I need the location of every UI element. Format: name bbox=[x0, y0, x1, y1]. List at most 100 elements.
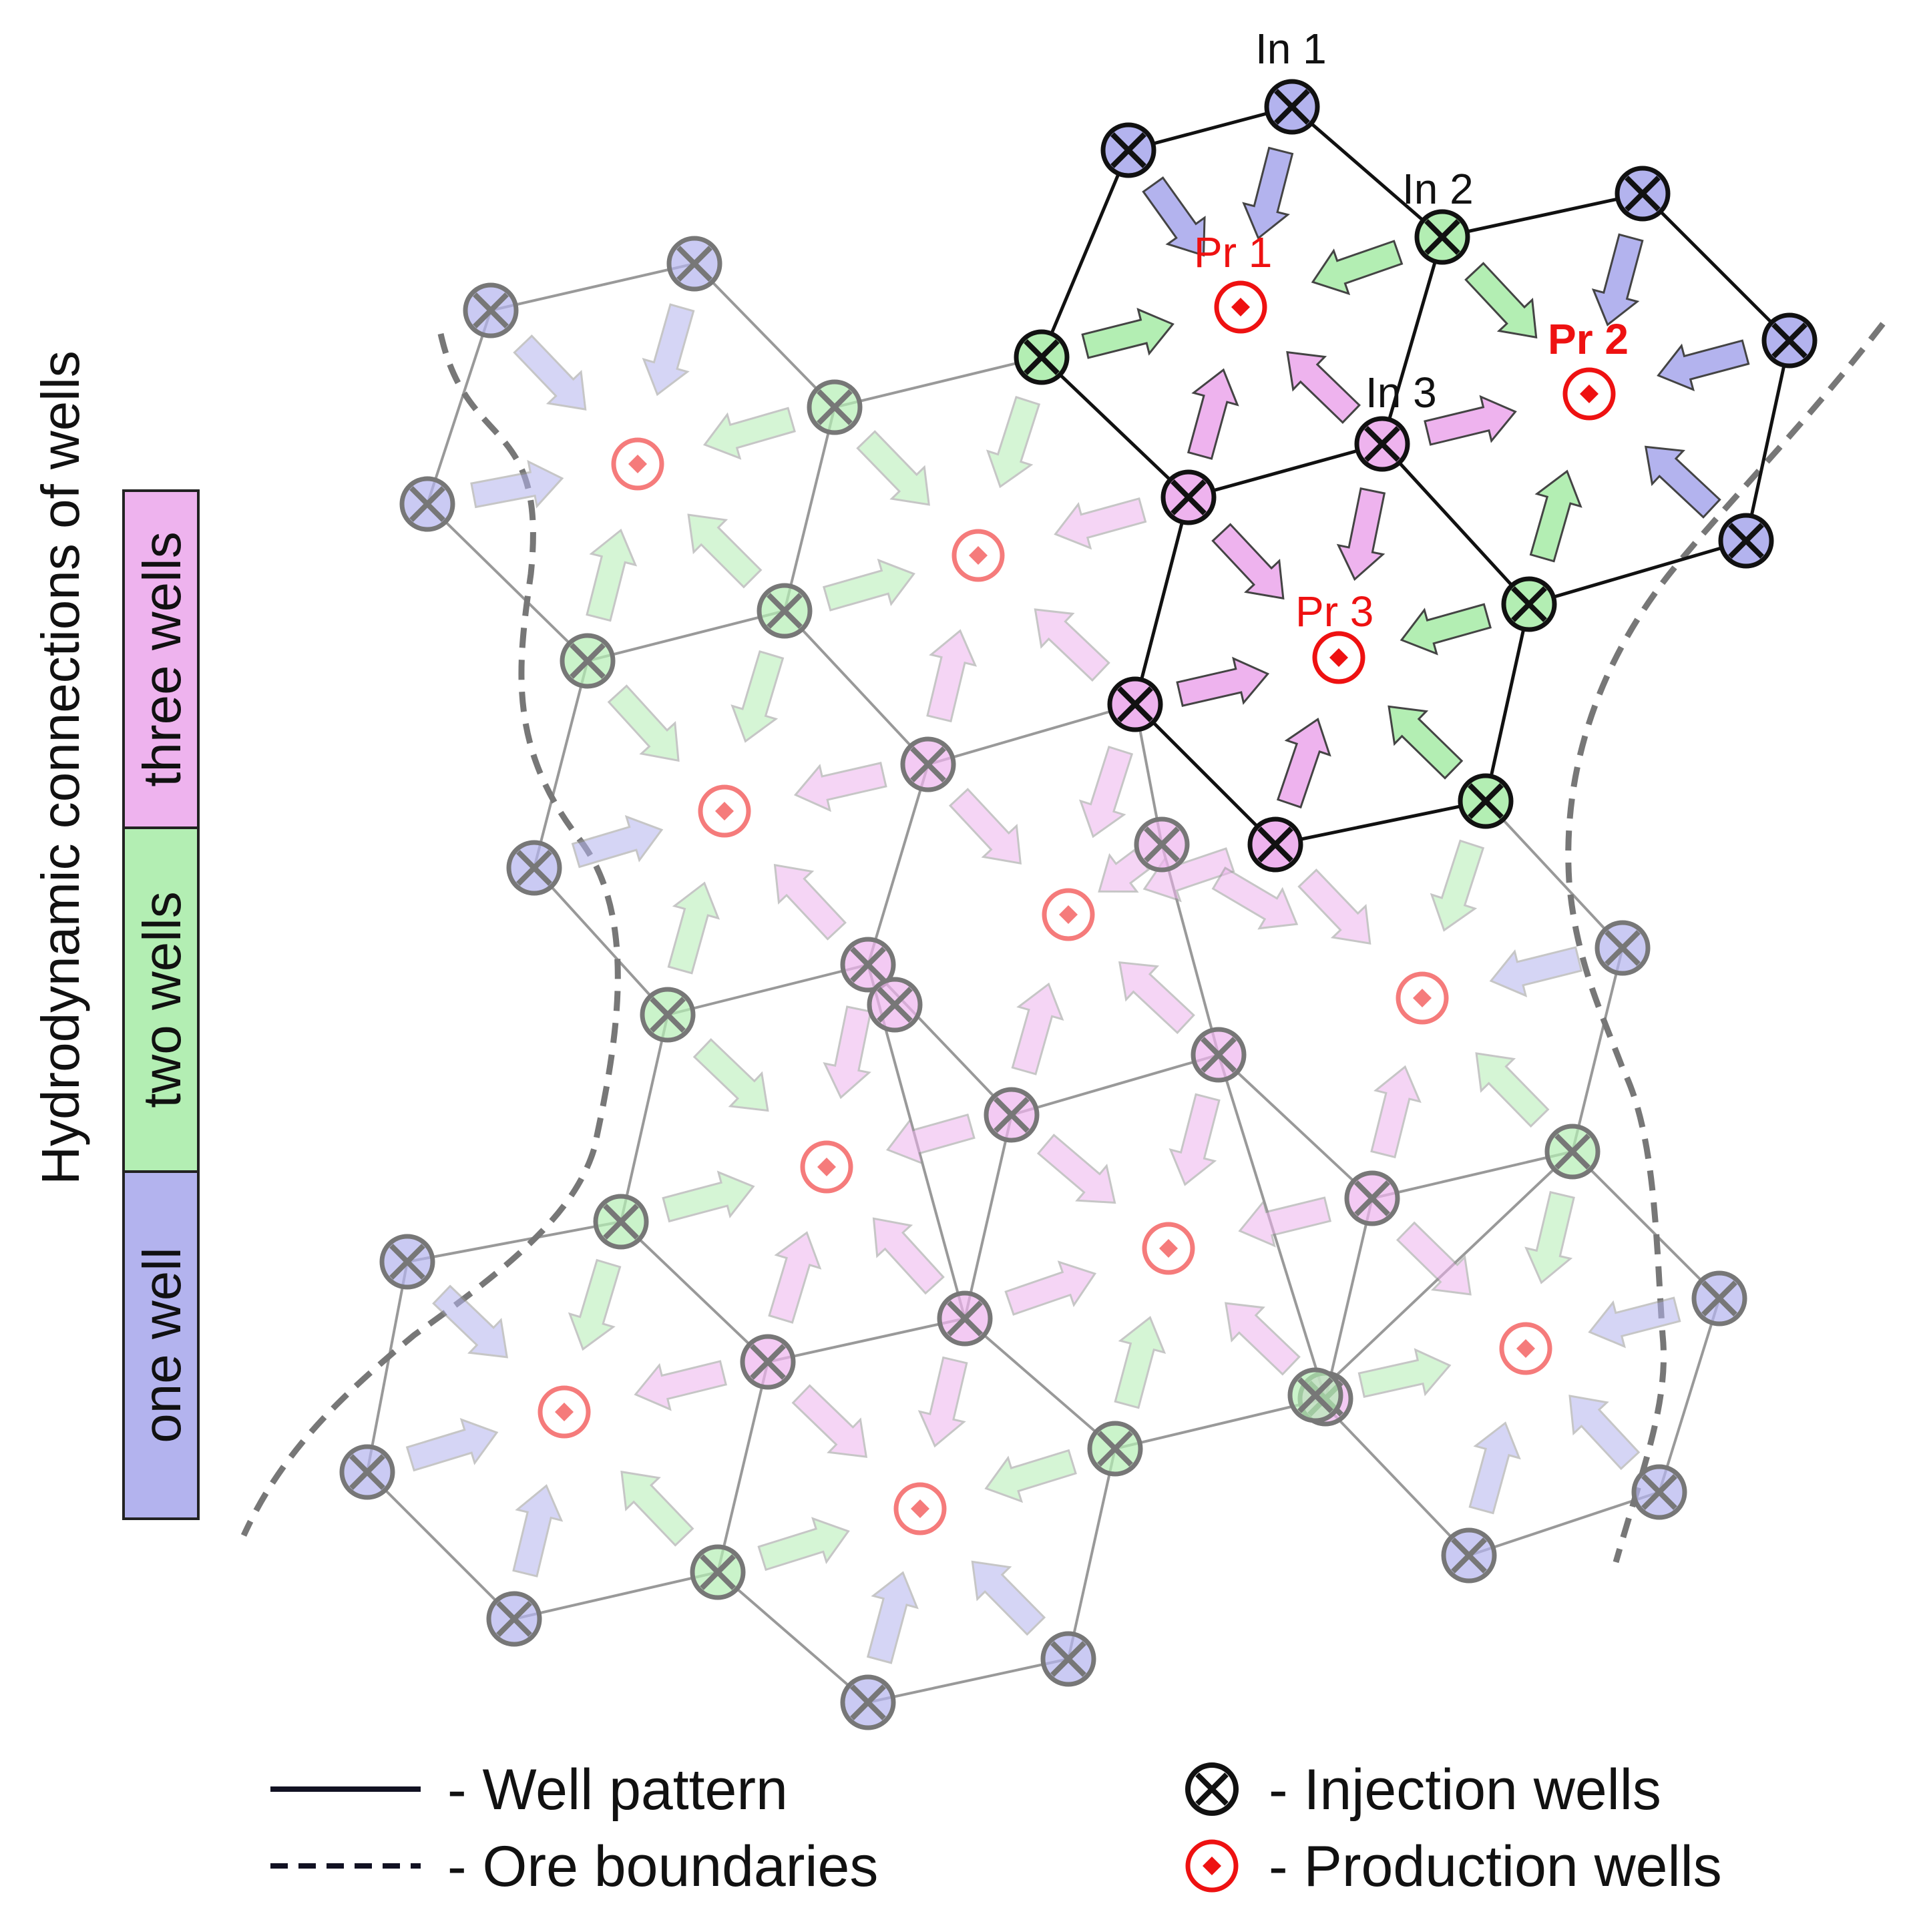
flow-arrow-one bbox=[642, 303, 695, 397]
pattern-edge-highlighted bbox=[1134, 703, 1277, 846]
flow-arrow-two bbox=[1357, 1348, 1452, 1398]
injection-well bbox=[1501, 576, 1557, 632]
injection-well bbox=[1544, 1124, 1601, 1180]
flow-arrow-three bbox=[917, 1356, 968, 1448]
pattern-edge-highlighted bbox=[1744, 340, 1791, 541]
flow-arrow-three bbox=[791, 1384, 868, 1458]
label-pr-1: Pr 1 bbox=[1194, 228, 1272, 276]
flow-arrow-three bbox=[1396, 1221, 1472, 1296]
flow-arrow-two bbox=[1464, 262, 1538, 339]
pattern-edge bbox=[366, 1261, 409, 1473]
pattern-edge bbox=[783, 610, 929, 766]
injection-well bbox=[1414, 209, 1470, 265]
flow-arrow-two bbox=[757, 1517, 850, 1572]
flow-arrow-one bbox=[512, 1484, 564, 1578]
well-pattern-highlighted bbox=[1040, 105, 1791, 847]
production-well bbox=[1312, 631, 1365, 684]
pattern-edge bbox=[490, 262, 695, 312]
flow-arrow-two bbox=[687, 513, 763, 589]
injection-well bbox=[1100, 122, 1156, 178]
pattern-edge-highlighted bbox=[1128, 105, 1293, 152]
production-well bbox=[893, 1482, 947, 1535]
injection-well bbox=[1087, 1421, 1143, 1477]
flow-arrow-one bbox=[1142, 176, 1206, 257]
flow-arrow-two bbox=[1114, 1316, 1166, 1409]
flow-arrow-one bbox=[1591, 233, 1644, 326]
pattern-edge-highlighted bbox=[1641, 192, 1791, 342]
pattern-edge bbox=[1314, 1394, 1470, 1557]
pattern-edge bbox=[1371, 1150, 1573, 1200]
flow-arrow-two bbox=[1311, 240, 1404, 296]
injection-well bbox=[1287, 1367, 1343, 1423]
flow-arrow-one bbox=[1468, 1421, 1521, 1515]
pattern-edge bbox=[716, 1361, 769, 1573]
injection-well bbox=[1107, 676, 1163, 732]
injection-well bbox=[1134, 816, 1190, 873]
injection-well bbox=[593, 1194, 649, 1250]
injection-well bbox=[984, 1087, 1040, 1143]
pattern-edge bbox=[783, 407, 836, 612]
flow-arrow-two bbox=[568, 1258, 622, 1351]
flow-arrow-one bbox=[470, 459, 564, 509]
flow-arrow-one bbox=[866, 1571, 919, 1664]
ore-boundaries bbox=[240, 322, 1886, 1563]
flow-arrow-one bbox=[1568, 1395, 1641, 1471]
injection-well bbox=[1354, 416, 1410, 472]
flow-arrow-one bbox=[1489, 946, 1583, 997]
pattern-edge bbox=[834, 356, 1042, 409]
injection-well bbox=[1615, 166, 1671, 222]
injection-well bbox=[640, 987, 696, 1043]
flow-arrow-three bbox=[872, 1217, 945, 1295]
injection-well bbox=[740, 1334, 796, 1390]
label-pr-3: Pr 3 bbox=[1295, 587, 1373, 636]
flow-arrow-two bbox=[1081, 308, 1175, 359]
pattern-edge bbox=[407, 1220, 622, 1263]
ore-boundary-right bbox=[1565, 322, 1886, 1563]
label-pr-2: Pr 2 bbox=[1548, 315, 1629, 363]
production-well bbox=[1214, 280, 1267, 334]
injection-well bbox=[840, 937, 896, 993]
label-in-3: In 3 bbox=[1365, 369, 1437, 417]
injection-well bbox=[1595, 920, 1651, 976]
flow-arrow-two bbox=[1524, 1190, 1575, 1284]
pattern-edge bbox=[1658, 1298, 1721, 1493]
injection-well bbox=[560, 633, 616, 689]
pattern-edge bbox=[620, 1220, 769, 1363]
flow-arrow-two bbox=[620, 1470, 694, 1547]
flow-arrow-three bbox=[768, 1231, 822, 1324]
production-well bbox=[1042, 888, 1095, 941]
band-one-well: one well bbox=[122, 1170, 200, 1520]
pattern-edge bbox=[964, 1114, 1013, 1319]
flow-arrow-one bbox=[432, 1284, 509, 1359]
legend-well-pattern: - Well pattern bbox=[447, 1758, 788, 1822]
injection-well bbox=[506, 840, 562, 896]
pattern-edge bbox=[1484, 800, 1624, 949]
legend-production-icon bbox=[1185, 1839, 1239, 1893]
flow-arrow-three bbox=[1054, 497, 1147, 550]
flow-arrow-three bbox=[1211, 523, 1285, 600]
flow-arrow-one bbox=[971, 1560, 1046, 1636]
flow-arrow-three bbox=[1187, 368, 1239, 460]
pattern-edge bbox=[1011, 1053, 1219, 1116]
flow-arrow-three bbox=[1169, 1093, 1221, 1186]
production-well bbox=[698, 784, 751, 838]
flow-arrow-three bbox=[634, 1360, 728, 1411]
pattern-edge bbox=[767, 1317, 966, 1363]
flow-arrow-two bbox=[662, 1170, 755, 1223]
injection-well bbox=[757, 583, 813, 639]
flow-arrow-two bbox=[1400, 603, 1492, 656]
pattern-edge bbox=[1067, 1448, 1116, 1660]
flow-arrow-one bbox=[1242, 146, 1294, 240]
flow-arrow-three bbox=[1034, 608, 1110, 682]
injection-well bbox=[339, 1444, 395, 1500]
pattern-edge-highlighted bbox=[1188, 442, 1383, 499]
flow-arrow-two bbox=[856, 430, 930, 506]
injection-well bbox=[1264, 79, 1320, 135]
ore-boundary-left bbox=[240, 333, 621, 1537]
flow-arrow-two bbox=[822, 558, 915, 612]
pattern-edge bbox=[366, 1471, 515, 1620]
injection-well bbox=[840, 1674, 896, 1730]
flow-arrow-two bbox=[667, 881, 720, 975]
